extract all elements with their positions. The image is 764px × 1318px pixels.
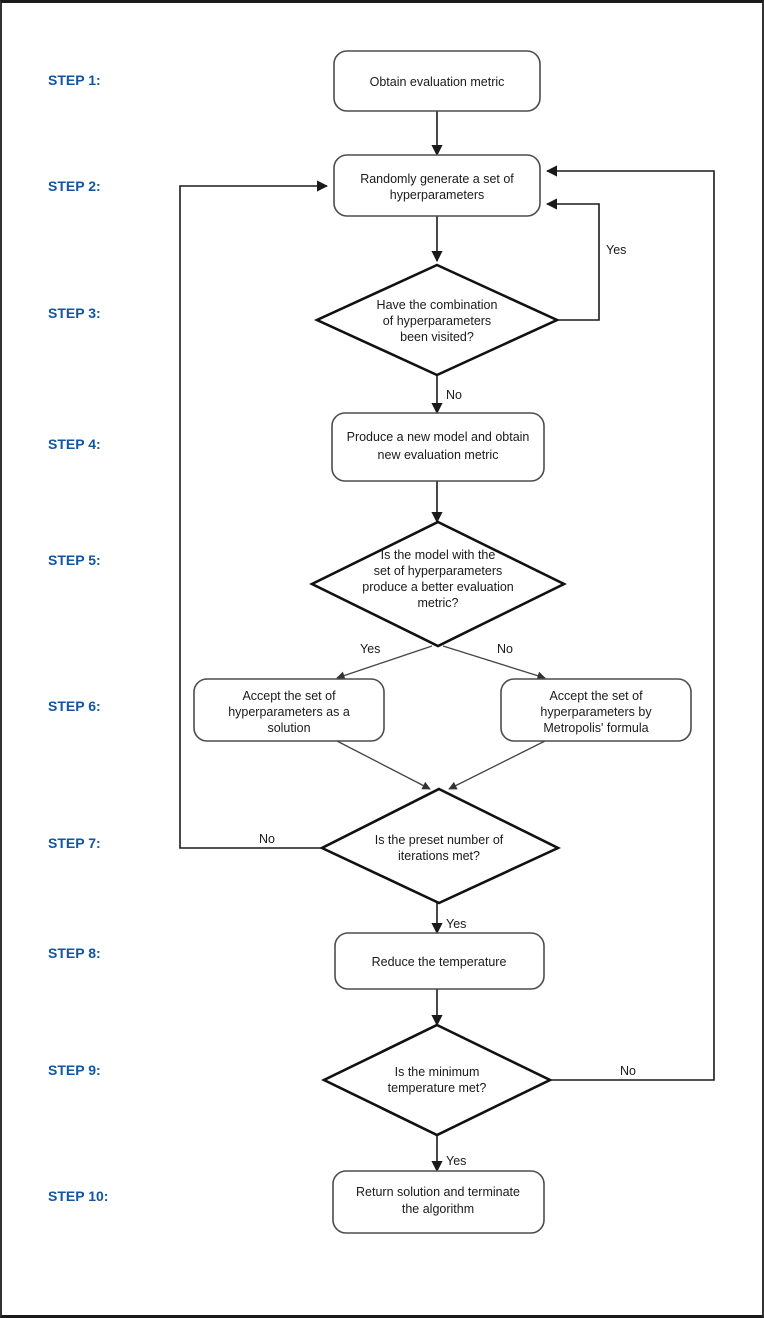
node-step6b[interactable]: Accept the set of hyperparameters by Met… bbox=[500, 678, 692, 742]
node-step6b-shape bbox=[500, 678, 692, 742]
connector-step7-no-loop bbox=[179, 180, 329, 849]
edge-label-step5-yes: Yes bbox=[360, 642, 380, 656]
step-label-7: STEP 7: bbox=[48, 835, 101, 851]
node-step5-line4: metric? bbox=[418, 596, 459, 610]
step-label-4: STEP 4: bbox=[48, 436, 101, 452]
node-step6a[interactable]: Accept the set of hyperparameters as a s… bbox=[193, 678, 385, 742]
node-step4-shape bbox=[331, 412, 545, 482]
node-step5-shape bbox=[309, 520, 567, 648]
step-label-5: STEP 5: bbox=[48, 552, 101, 568]
node-step3-line2: of hyperparameters bbox=[383, 314, 491, 328]
node-step5-line1: Is the model with the bbox=[381, 548, 496, 562]
step-label-8: STEP 8: bbox=[48, 945, 101, 961]
node-step4[interactable]: Produce a new model and obtain new evalu… bbox=[331, 412, 545, 482]
step-label-2: STEP 2: bbox=[48, 178, 101, 194]
node-step1[interactable]: Obtain evaluation metric bbox=[333, 50, 541, 112]
node-step8-shape bbox=[334, 932, 545, 990]
node-step2-line1: Randomly generate a set of bbox=[360, 172, 514, 186]
node-step6b-line3: Metropolis' formula bbox=[543, 721, 648, 735]
node-step1-line1: Obtain evaluation metric bbox=[370, 75, 505, 89]
node-step3-line3: been visited? bbox=[400, 330, 474, 344]
node-step2-line2: hyperparameters bbox=[390, 188, 485, 202]
node-step5[interactable]: Is the model with the set of hyperparame… bbox=[309, 520, 567, 648]
connector-step5-no-to-step6b bbox=[442, 645, 546, 680]
node-step2-shape bbox=[333, 154, 541, 217]
node-step4-line1: Produce a new model and obtain bbox=[347, 430, 530, 444]
step-label-1: STEP 1: bbox=[48, 72, 101, 88]
step-label-10: STEP 10: bbox=[48, 1188, 108, 1204]
node-step6a-line2: hyperparameters as a bbox=[228, 705, 350, 719]
edge-label-step9-no: No bbox=[620, 1064, 636, 1078]
step-label-9: STEP 9: bbox=[48, 1062, 101, 1078]
step-label-6: STEP 6: bbox=[48, 698, 101, 714]
edge-label-step7-no: No bbox=[259, 832, 275, 846]
node-step10-shape bbox=[332, 1170, 545, 1234]
edge-label-step7-yes: Yes bbox=[446, 917, 466, 931]
node-step9-line2: temperature met? bbox=[388, 1081, 487, 1095]
flowchart-canvas: STEP 1: STEP 2: STEP 3: STEP 4: STEP 5: … bbox=[48, 50, 715, 1234]
node-step9-line1: Is the minimum bbox=[395, 1065, 480, 1079]
node-step9[interactable]: Is the minimum temperature met? bbox=[321, 1023, 553, 1137]
edge-label-step3-no: No bbox=[446, 388, 462, 402]
node-step10[interactable]: Return solution and terminate the algori… bbox=[332, 1170, 545, 1234]
node-step6b-line1: Accept the set of bbox=[549, 689, 643, 703]
node-step10-line2: the algorithm bbox=[402, 1202, 474, 1216]
edge-label-step5-no: No bbox=[497, 642, 513, 656]
node-step6b-line2: hyperparameters by bbox=[540, 705, 652, 719]
connector-step9-no-loop bbox=[545, 165, 715, 1081]
node-step4-line2: new evaluation metric bbox=[378, 448, 499, 462]
step-label-3: STEP 3: bbox=[48, 305, 101, 321]
node-step8[interactable]: Reduce the temperature bbox=[334, 932, 545, 990]
node-step7-shape bbox=[319, 787, 562, 905]
connector-step6a-to-step7 bbox=[336, 740, 431, 790]
connector-step5-yes-to-step6a bbox=[336, 645, 433, 680]
node-step6a-shape bbox=[193, 678, 385, 742]
node-step3-shape bbox=[313, 263, 561, 377]
node-step1-shape bbox=[333, 50, 541, 112]
node-step3-line1: Have the combination bbox=[377, 298, 498, 312]
edge-label-step9-yes: Yes bbox=[446, 1154, 466, 1168]
node-step10-line1: Return solution and terminate bbox=[356, 1185, 520, 1199]
node-step8-line1: Reduce the temperature bbox=[372, 955, 507, 969]
node-step9-shape bbox=[321, 1023, 553, 1137]
node-step5-line3: produce a better evaluation bbox=[362, 580, 514, 594]
node-step7-line2: iterations met? bbox=[398, 849, 480, 863]
node-step5-line2: set of hyperparameters bbox=[374, 564, 503, 578]
node-step6a-line1: Accept the set of bbox=[242, 689, 336, 703]
node-step3[interactable]: Have the combination of hyperparameters … bbox=[313, 263, 561, 377]
node-step6a-line3: solution bbox=[267, 721, 310, 735]
node-step7[interactable]: Is the preset number of iterations met? bbox=[319, 787, 562, 905]
connector-step3-yes-loop bbox=[545, 198, 600, 321]
edge-label-step3-yes: Yes bbox=[606, 243, 626, 257]
node-step7-line1: Is the preset number of bbox=[375, 833, 504, 847]
connector-step6b-to-step7 bbox=[448, 740, 546, 790]
node-step2[interactable]: Randomly generate a set of hyperparamete… bbox=[333, 154, 541, 217]
